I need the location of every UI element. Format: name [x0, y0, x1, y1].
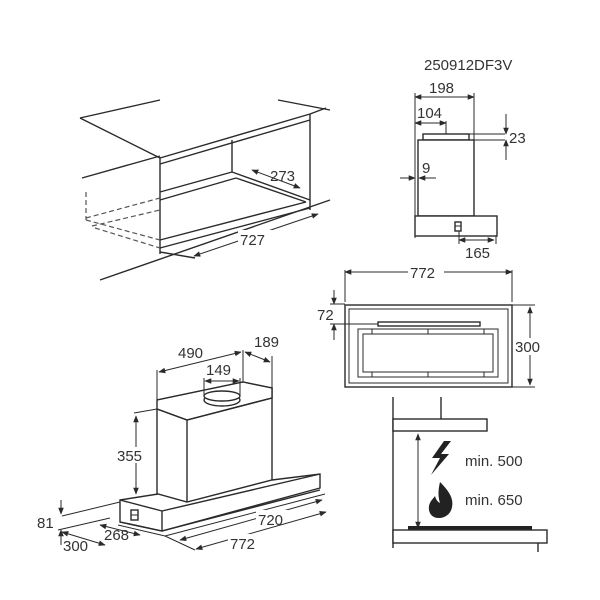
dim-front-height: 81	[37, 515, 54, 532]
dim-cabinet-width: 727	[240, 232, 265, 249]
dim-side-total-depth: 198	[429, 80, 454, 97]
dim-side-wall-gap: 9	[422, 160, 430, 177]
dim-total-depth: 300	[63, 538, 88, 555]
dim-bottom-width: 772	[410, 265, 435, 282]
dim-bottom-front-offset: 72	[317, 307, 334, 324]
bottom-view: 772 72 300	[317, 263, 549, 388]
clearance-view: min. 500 min. 650	[392, 397, 548, 552]
dim-duct-diameter: 149	[206, 362, 231, 379]
dim-cabinet-depth: 273	[270, 168, 295, 185]
model-code: 250912DF3V	[424, 57, 512, 74]
flame-icon	[428, 482, 453, 518]
dim-total-width: 772	[230, 536, 255, 553]
cabinet-view: 273 727	[79, 99, 331, 281]
dim-side-top-height: 23	[509, 130, 526, 147]
dim-side-duct-offset: 104	[417, 105, 442, 122]
dim-inner-width: 720	[258, 512, 283, 529]
lightning-icon	[431, 441, 451, 475]
dim-chimney-height: 355	[117, 448, 142, 465]
side-view: 198 104 23 9 165	[400, 80, 526, 262]
dim-chimney-depth: 189	[254, 334, 279, 351]
gas-clearance-label: min. 650	[465, 492, 523, 509]
dim-side-front-depth: 165	[465, 245, 490, 262]
isometric-view: 490 189 149 355 81 300 268 720 77	[37, 334, 327, 555]
dim-inner-depth: 268	[104, 527, 129, 544]
dim-chimney-width: 490	[178, 345, 203, 362]
electric-clearance-label: min. 500	[465, 453, 523, 470]
dim-bottom-depth: 300	[515, 339, 540, 356]
